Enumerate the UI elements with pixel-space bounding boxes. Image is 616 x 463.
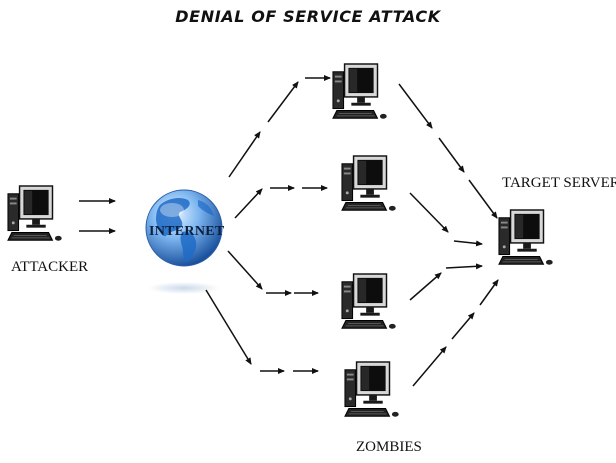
internet-label: INTERNET [149,224,225,239]
zombies-to-target-arrows [398,83,499,387]
target-server-computer-icon [498,209,554,266]
zombie-computer-icon [341,155,397,212]
zombie-computer-icon [332,63,388,120]
diagram-title: DENIAL OF SERVICE ATTACK [175,7,441,26]
attacker-to-internet-arrows [79,198,116,234]
zombie-computer-icon [344,361,400,418]
zombie-computer-icon [341,273,397,330]
attacker-computer-icon [7,185,63,242]
attacker-label: ATTACKER [11,259,89,275]
target-server-label: TARGET SERVER [502,175,616,191]
internet-globe-icon [145,189,223,294]
zombies-label: ZOMBIES [356,439,422,455]
internet-to-zombies-arrows [205,75,331,374]
